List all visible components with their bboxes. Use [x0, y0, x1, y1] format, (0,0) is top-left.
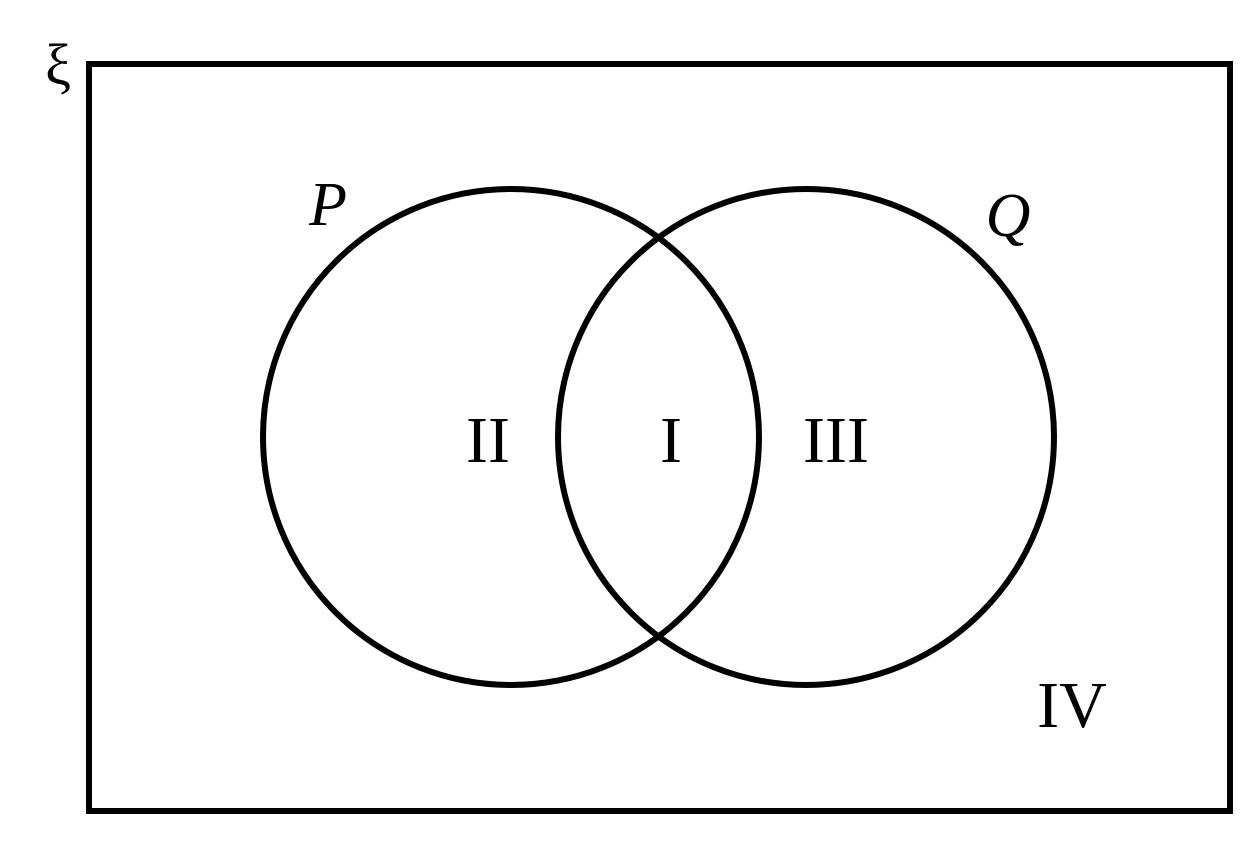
set-p-label: P	[308, 171, 347, 239]
region-iv-label: IV	[1037, 669, 1107, 742]
set-q-label: Q	[986, 182, 1031, 250]
universal-set-rectangle	[86, 61, 1233, 814]
set-q-circle	[555, 186, 1057, 688]
region-iii-label: III	[803, 404, 869, 477]
universal-set-symbol: ξ	[45, 32, 71, 97]
set-p-circle	[260, 186, 762, 688]
region-i-label: I	[660, 404, 682, 477]
region-ii-label: II	[466, 404, 510, 477]
